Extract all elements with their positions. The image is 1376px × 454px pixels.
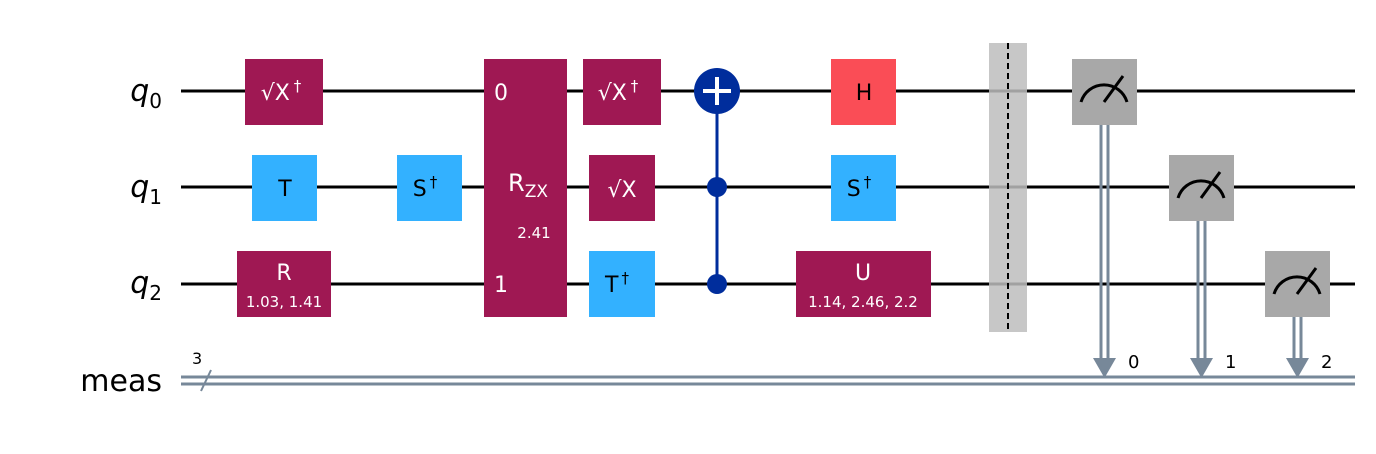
ccx-target-q0	[694, 68, 740, 114]
wire-label-meas: meas	[80, 364, 162, 399]
barrier	[989, 43, 1027, 332]
gate-ccx	[694, 68, 740, 294]
svg-text:T†: T†	[604, 269, 629, 298]
ccx-control-q1	[707, 177, 727, 197]
clbit-label-2: 2	[1321, 352, 1332, 373]
ccx-control-q2	[707, 274, 727, 294]
svg-text:1: 1	[494, 273, 508, 298]
clbit-label-0: 0	[1128, 352, 1139, 373]
gate-tdg-q2: T†	[589, 251, 655, 317]
gate-sdg-q1-second: S†	[831, 155, 896, 221]
measure-arrow-1	[1190, 216, 1213, 378]
clbit-label-1: 1	[1225, 352, 1236, 373]
register-width-label: 3	[192, 349, 202, 368]
gate-rzx: 0 1 RZX 2.41	[484, 59, 567, 317]
svg-text:√X†: √X†	[261, 77, 302, 106]
gate-t-q1: T	[252, 155, 317, 221]
measure-arrow-0	[1093, 120, 1116, 378]
svg-text:1.03, 1.41: 1.03, 1.41	[246, 293, 322, 311]
svg-text:U: U	[855, 261, 871, 286]
svg-text:T: T	[277, 177, 292, 202]
svg-text:2.41: 2.41	[517, 224, 550, 242]
measure-q1	[1169, 155, 1234, 221]
measure-q0	[1072, 59, 1137, 125]
svg-text:H: H	[856, 81, 873, 106]
measure-arrow-2	[1286, 312, 1309, 378]
gate-sdg-q1: S†	[397, 155, 462, 221]
svg-text:√X†: √X†	[598, 77, 639, 106]
wire-label-q2: q2	[130, 266, 162, 305]
svg-text:R: R	[276, 261, 291, 286]
gate-sx-q1: √X	[589, 155, 655, 221]
svg-text:√X: √X	[607, 178, 636, 203]
wire-label-q1: q1	[130, 170, 162, 209]
gate-sxdg-q0: √X†	[245, 59, 323, 125]
gate-sxdg-q0-second: √X†	[583, 59, 661, 125]
svg-text:S†: S†	[847, 173, 872, 202]
svg-text:1.14, 2.46, 2.2: 1.14, 2.46, 2.2	[808, 293, 918, 311]
svg-text:S†: S†	[413, 173, 438, 202]
gate-u-q2: U 1.14, 2.46, 2.2	[796, 251, 931, 317]
wire-label-q0: q0	[130, 74, 162, 113]
register-width-slash	[200, 369, 212, 392]
gate-r-q2: R 1.03, 1.41	[237, 251, 331, 317]
svg-text:RZX: RZX	[508, 169, 548, 202]
svg-text:0: 0	[494, 81, 508, 106]
gate-h-q0: H	[831, 59, 896, 125]
measure-q2	[1265, 251, 1330, 317]
